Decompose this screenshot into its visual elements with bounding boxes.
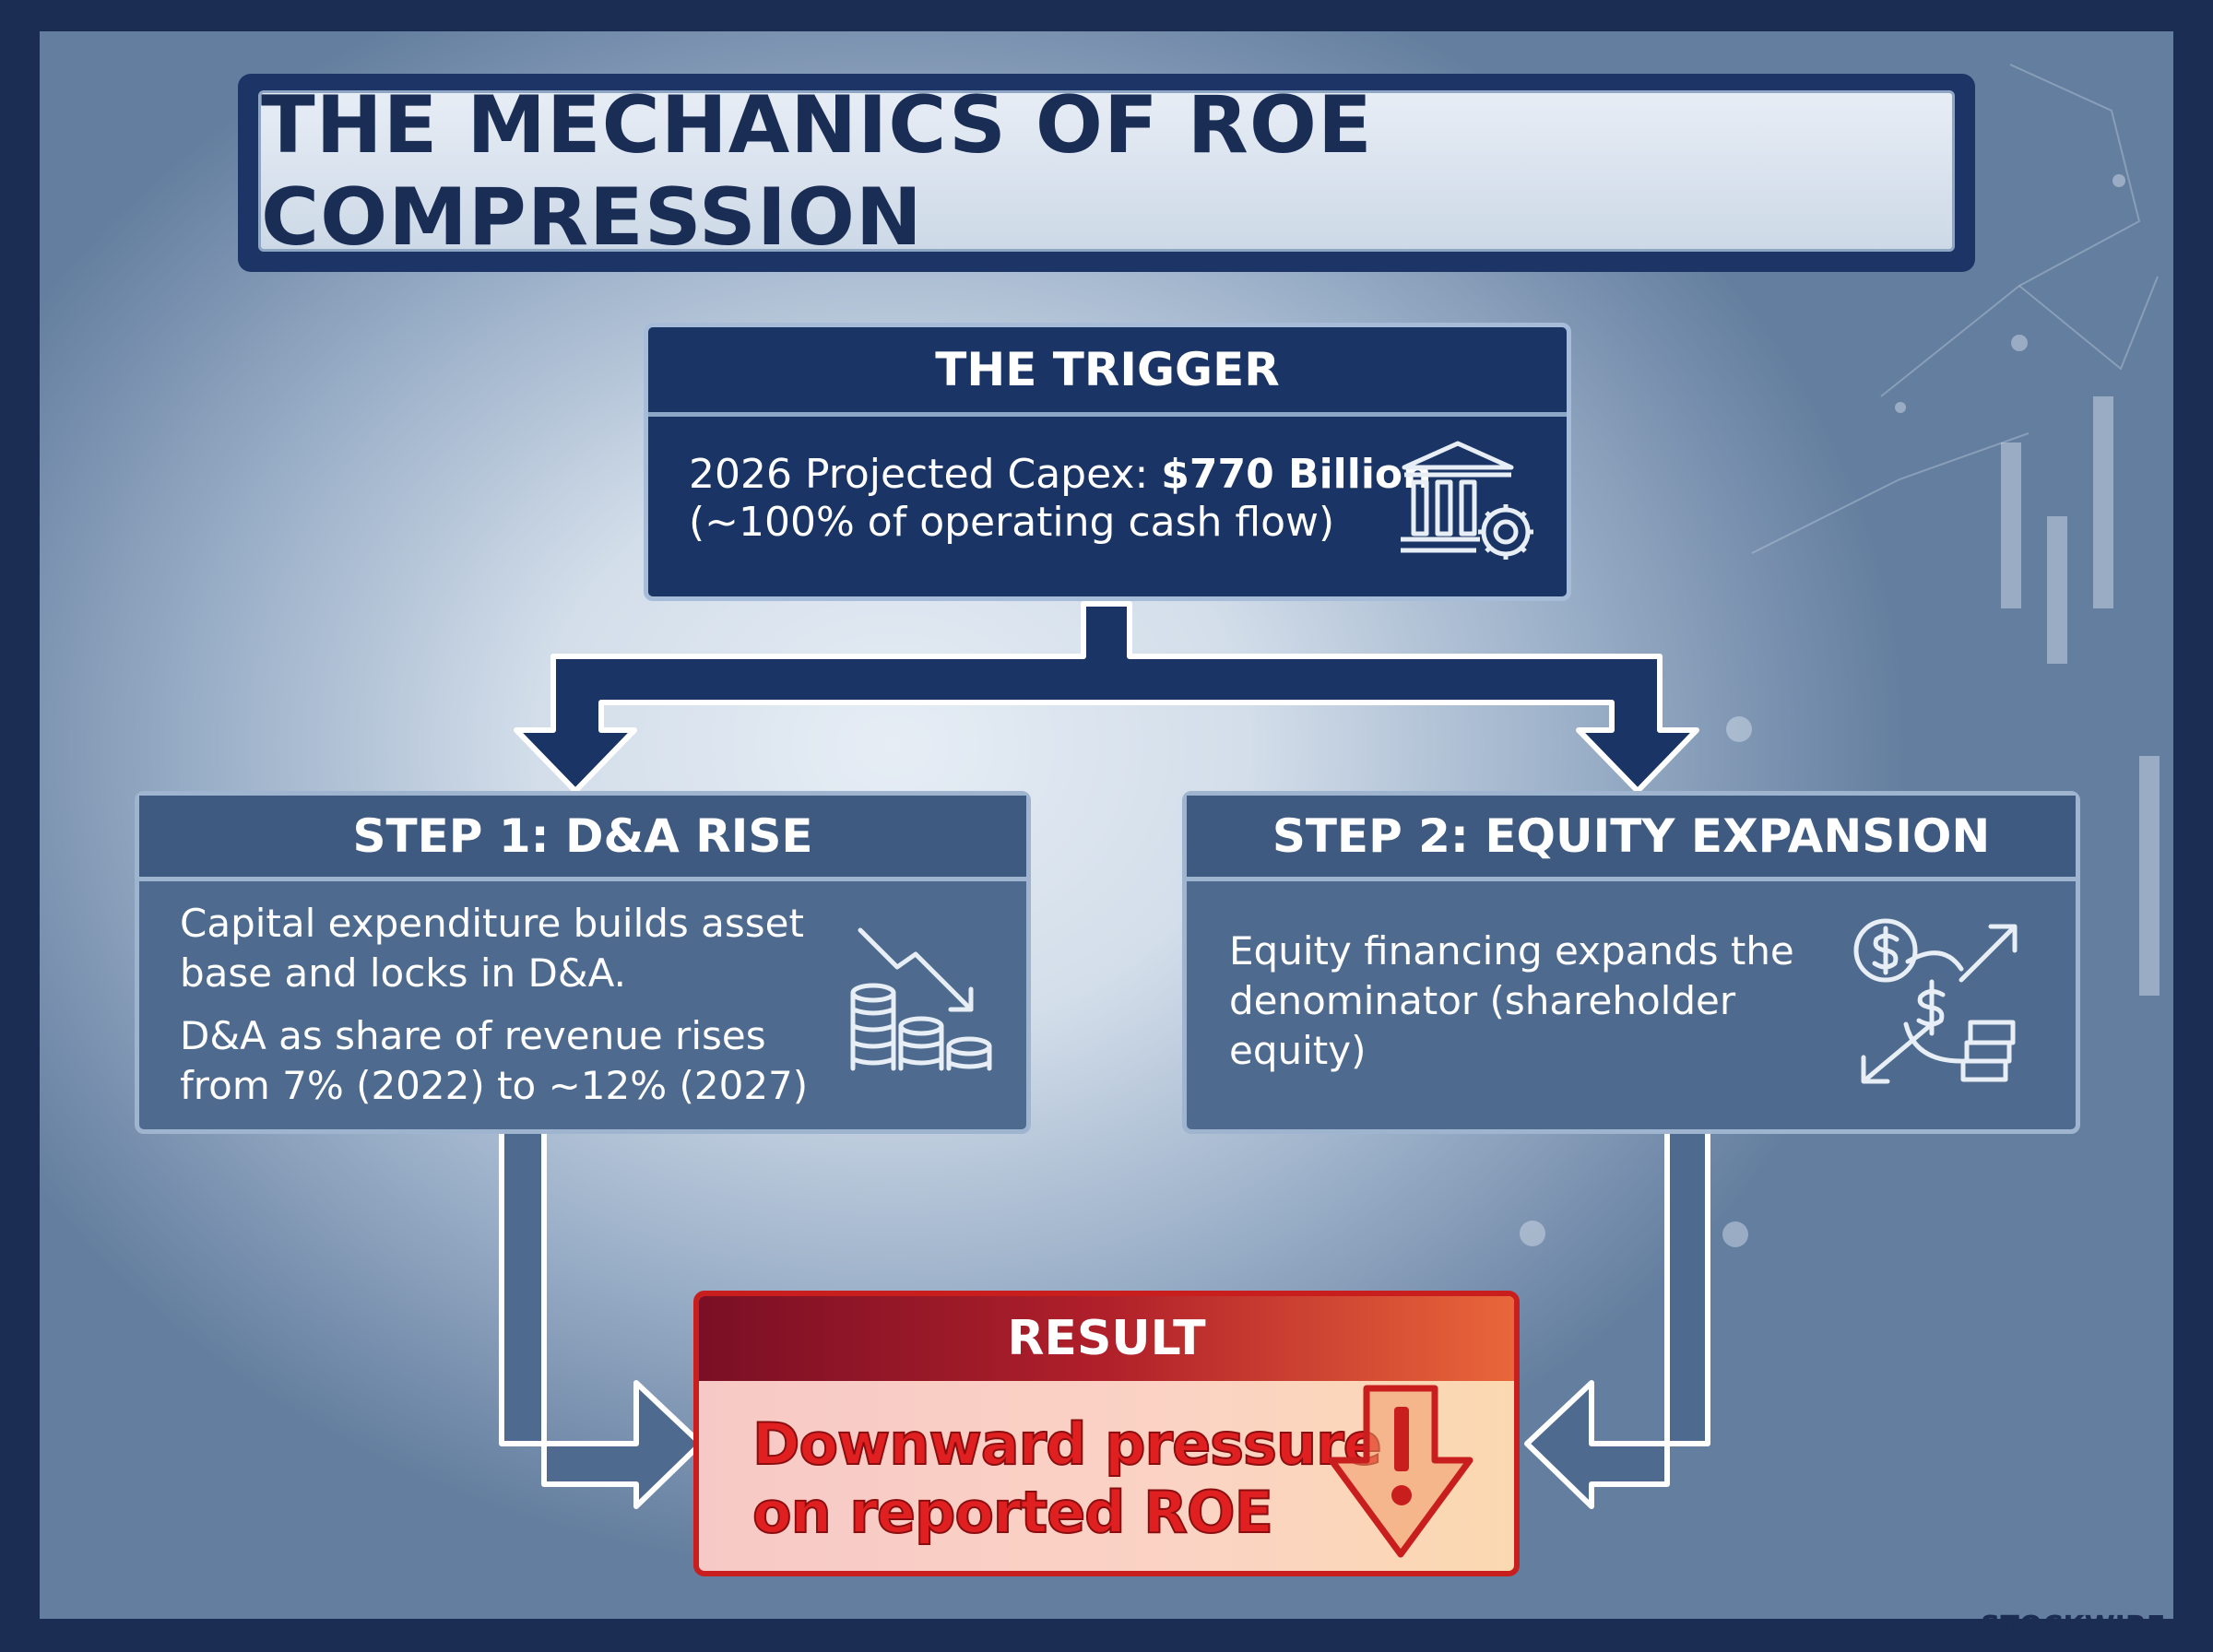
warning-down-arrow-icon [1328,1385,1473,1558]
step2-line-1: Equity financing expands the [1229,928,1794,974]
step1-header: STEP 1: D&A RISE [139,796,1026,881]
step2-header: STEP 2: EQUITY EXPANSION [1187,796,2076,881]
bank-gear-icon [1401,441,1533,560]
page-title: THE MECHANICS OF ROE COMPRESSION [261,78,1373,264]
title-banner: THE MECHANICS OF ROE COMPRESSION [238,74,1975,272]
step1-line-1: Capital expenditure builds asset [180,901,804,946]
result-header: RESULT [699,1296,1514,1381]
trigger-header: THE TRIGGER [648,327,1567,417]
coins-decline-icon [850,927,992,1071]
step1-box: STEP 1: D&A RISE Capital expenditure bui… [135,791,1031,1134]
step1-line-3: D&A as share of revenue rises [180,1013,766,1058]
trigger-capex-line: 2026 Projected Capex: $770 Billion [689,451,1431,498]
step2-line-2: denominator (shareholder [1229,978,1736,1023]
step1-line-4: from 7% (2022) to ~12% (2027) [180,1063,809,1108]
dollar-expansion-icon [1853,918,2018,1084]
brand-watermark: STOCKWIRE X [1980,1611,2196,1643]
trigger-capex-value: $770 Billion [1161,451,1432,498]
result-line-1: Downward pressure [751,1410,1383,1479]
result-box: RESULT Downward pressure on reported ROE [693,1291,1520,1576]
trigger-capex-label: 2026 Projected Capex: [689,451,1162,498]
step2-line-3: equity) [1229,1028,1367,1073]
title-panel: THE MECHANICS OF ROE COMPRESSION [258,79,1955,264]
result-line-2: on reported ROE [751,1478,1274,1547]
step2-box: STEP 2: EQUITY EXPANSION Equity financin… [1182,791,2080,1134]
step1-line-2: base and locks in D&A. [180,950,626,996]
trigger-box: THE TRIGGER 2026 Projected Capex: $770 B… [644,323,1571,601]
trigger-cashflow-line: (~100% of operating cash flow) [689,499,1335,546]
